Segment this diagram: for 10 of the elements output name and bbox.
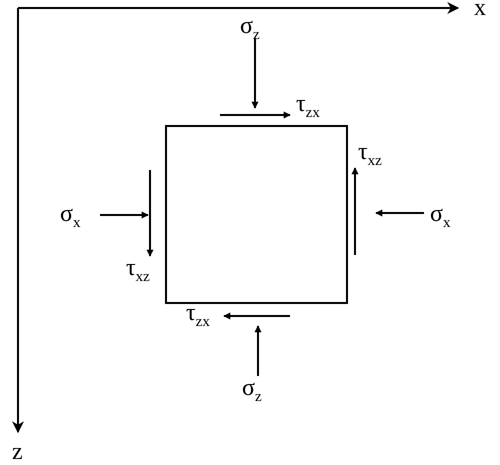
stress-label: σ$_{z}$	[242, 376, 262, 405]
stress-label: τ$_{xz}$	[126, 256, 150, 285]
stress-label: σ$_{x}$	[430, 202, 450, 231]
stress-label: τ$_{zx}$	[186, 301, 210, 330]
axis-label: z	[12, 440, 23, 464]
square-element	[165, 125, 348, 304]
stress-label: σ$_{x}$	[60, 202, 80, 231]
axis-label: x	[474, 0, 486, 20]
stress-label: τ$_{zx}$	[296, 92, 320, 121]
stress-label: τ$_{xz}$	[358, 140, 382, 169]
